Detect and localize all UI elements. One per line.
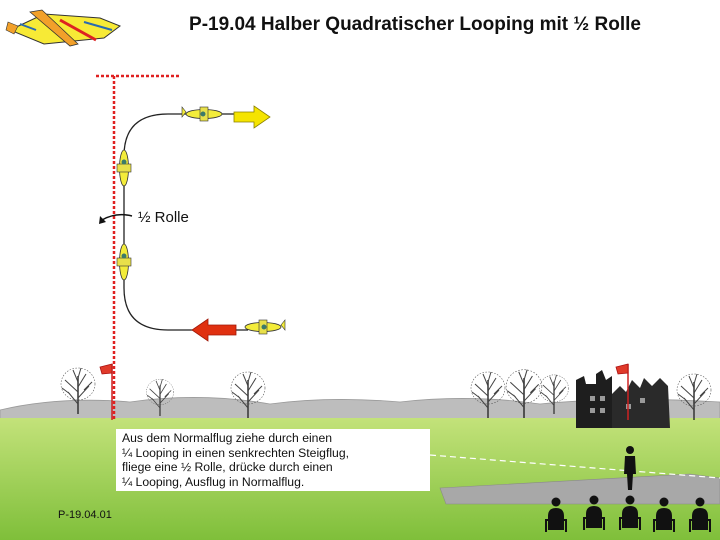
pilot-icon <box>624 446 636 490</box>
plane-icon <box>116 243 132 281</box>
figure-code: P-19.04.01 <box>58 509 112 521</box>
entry-arrow-icon <box>191 318 237 342</box>
plane-icon <box>244 319 286 335</box>
maneuver-box-limit <box>96 74 180 420</box>
roll-label: ½ Rolle <box>138 209 189 226</box>
description-line: fliege eine ½ Rolle, drücke durch einen <box>122 460 333 474</box>
logo-plane-icon <box>5 9 122 47</box>
description-line: ¼ Looping in einen senkrechten Steigflug… <box>122 445 349 460</box>
plane-icon <box>181 106 223 122</box>
flight-path <box>123 113 248 331</box>
plane-icon <box>116 149 132 187</box>
description-line: Aus dem Normalflug ziehe durch einen <box>122 431 333 445</box>
roll-arrow-icon <box>99 213 133 224</box>
page-title: P-19.04 Halber Quadratischer Looping mit… <box>189 14 641 35</box>
runway <box>439 473 720 505</box>
castle-icon <box>576 370 670 428</box>
exit-arrow-icon <box>233 105 271 129</box>
description-line: ¼ Looping, Ausflug in Normalflug. <box>122 474 305 489</box>
centerline <box>429 454 720 479</box>
description-box: Aus dem Normalflug ziehe durch einen ¼ L… <box>116 429 430 491</box>
